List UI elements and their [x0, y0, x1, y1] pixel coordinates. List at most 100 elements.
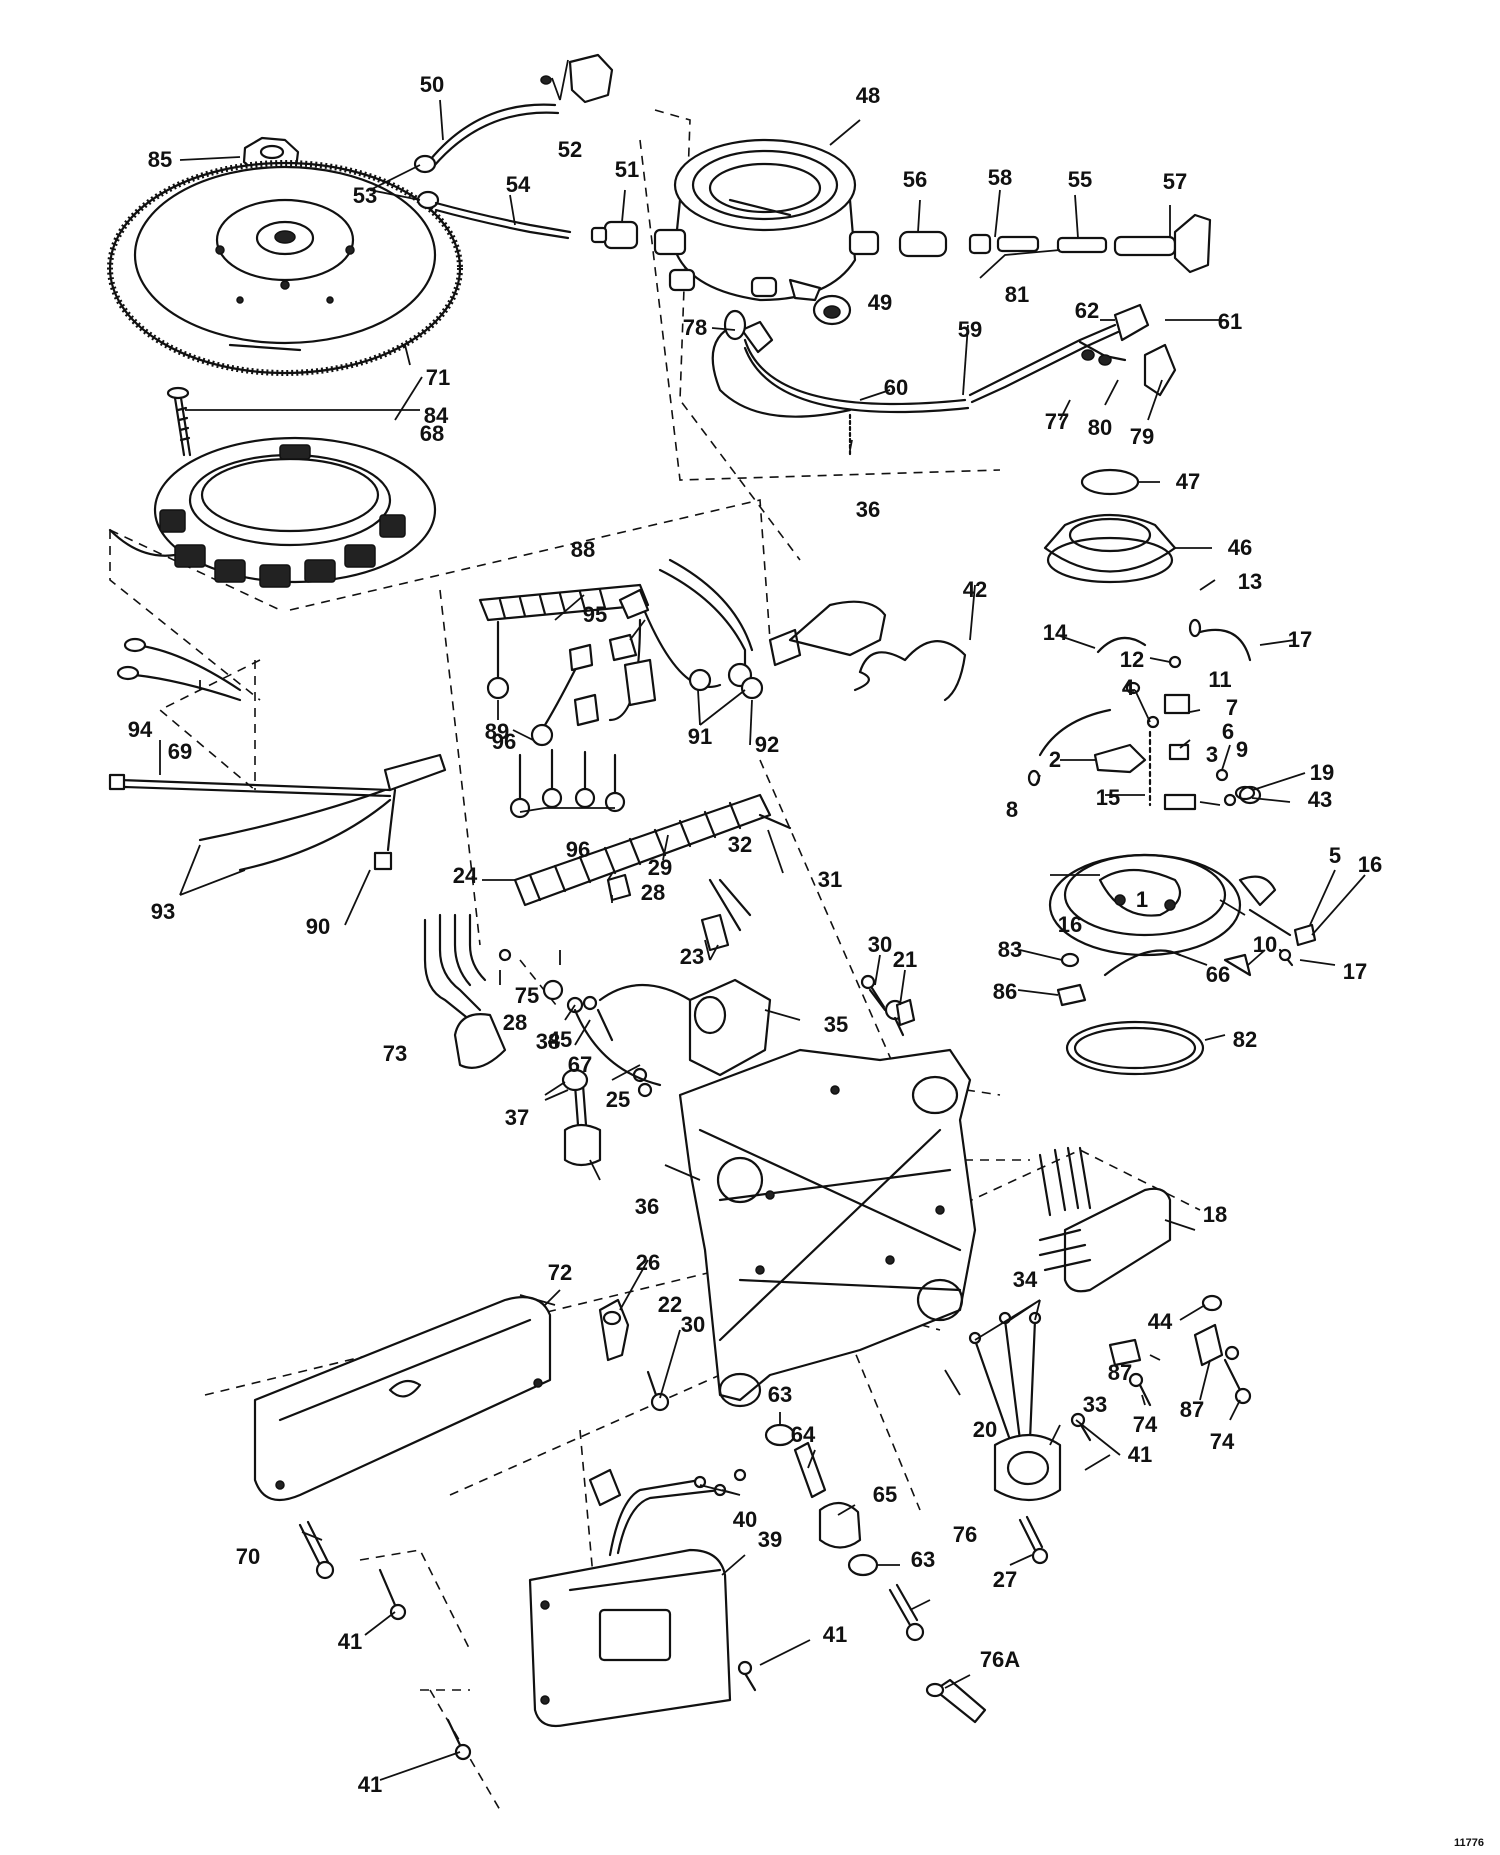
callout-77: 77 — [1044, 409, 1070, 434]
callout-35: 35 — [823, 1012, 849, 1037]
callout-21: 21 — [892, 947, 918, 972]
callout-55: 55 — [1067, 167, 1093, 192]
callout-13: 13 — [1237, 569, 1263, 594]
callout-30-lower: 30 — [680, 1312, 706, 1337]
callout-59: 59 — [957, 317, 983, 342]
callout-16-lower: 16 — [1057, 912, 1083, 937]
callout-63-lower: 63 — [910, 1547, 936, 1572]
callout-49: 49 — [867, 290, 893, 315]
callout-54: 54 — [505, 172, 531, 197]
callout-85: 85 — [147, 147, 173, 172]
coil-leads — [711, 303, 1177, 457]
callout-47: 47 — [1175, 469, 1201, 494]
callout-92: 92 — [754, 732, 780, 757]
bolt-70 — [298, 1520, 335, 1580]
callout-64: 64 — [790, 1422, 816, 1447]
callout-8: 8 — [1005, 797, 1019, 822]
callout-57: 57 — [1162, 169, 1188, 194]
callout-87-left: 87 — [1107, 1360, 1133, 1385]
bolt-76 — [888, 1583, 925, 1642]
clip-42 — [853, 640, 967, 702]
callout-41-bottom: 41 — [357, 1772, 383, 1797]
callout-11: 11 — [1208, 667, 1232, 692]
rectifier-18 — [1038, 1146, 1172, 1293]
callout-46: 46 — [1227, 535, 1253, 560]
callout-28-mid: 28 — [640, 880, 666, 905]
wiring-harness-88 — [478, 558, 764, 722]
clamp-21 — [895, 998, 916, 1027]
callout-7: 7 — [1225, 695, 1239, 720]
callout-72: 72 — [547, 1260, 573, 1285]
rotor-49 — [812, 294, 852, 326]
callout-82: 82 — [1232, 1027, 1258, 1052]
callout-20: 20 — [972, 1417, 998, 1442]
callout-43: 43 — [1307, 787, 1333, 812]
clip-86 — [1056, 983, 1087, 1007]
wiring-93-94 — [108, 753, 447, 872]
callout-75: 75 — [514, 983, 540, 1008]
callout-22: 22 — [657, 1292, 683, 1317]
callout-53: 53 — [352, 183, 378, 208]
callout-50: 50 — [419, 72, 445, 97]
callout-23: 23 — [679, 944, 705, 969]
callout-67: 67 — [567, 1052, 593, 1077]
connector-73 — [423, 913, 507, 1069]
mounting-plate-26 — [678, 1048, 977, 1408]
callout-71: 71 — [425, 365, 451, 390]
callout-41-left: 41 — [337, 1629, 363, 1654]
callout-17-lower: 17 — [1342, 959, 1368, 984]
callout-87-right: 87 — [1179, 1397, 1205, 1422]
callout-81: 81 — [1004, 282, 1030, 307]
callout-76a: 76A — [979, 1647, 1021, 1672]
callout-38: 38 — [535, 1029, 561, 1054]
callout-61: 61 — [1217, 309, 1243, 334]
distributor-cap-48 — [653, 138, 880, 302]
callout-3: 3 — [1205, 742, 1219, 767]
callout-79: 79 — [1129, 424, 1155, 449]
cap-46 — [1043, 513, 1177, 584]
callout-6: 6 — [1221, 719, 1235, 744]
callout-56: 56 — [902, 167, 928, 192]
callout-90: 90 — [305, 914, 331, 939]
callout-74-right: 74 — [1209, 1429, 1235, 1454]
callout-31: 31 — [817, 867, 843, 892]
callout-34: 34 — [1012, 1267, 1038, 1292]
callout-41-right: 41 — [1127, 1442, 1153, 1467]
spark-plug-lead-right — [898, 213, 1212, 274]
callout-51: 51 — [614, 157, 640, 182]
screw-30-upper — [868, 988, 887, 1012]
leads-69 — [116, 637, 242, 702]
callout-29: 29 — [647, 855, 673, 880]
flywheel-71 — [107, 160, 463, 376]
callout-33: 33 — [1082, 1392, 1108, 1417]
callout-1: 1 — [1135, 887, 1149, 912]
callout-19: 19 — [1309, 760, 1335, 785]
callout-83: 83 — [997, 937, 1023, 962]
callout-45: 45 — [547, 1027, 573, 1052]
callout-91: 91 — [687, 724, 713, 749]
callout-25: 25 — [605, 1087, 631, 1112]
callout-96-lower: 96 — [565, 837, 591, 862]
callout-93: 93 — [150, 899, 176, 924]
lead-36-37 — [561, 1068, 602, 1167]
callout-10: 10 — [1252, 932, 1278, 957]
bolt-76a — [925, 1678, 987, 1724]
callout-36-lower: 36 — [634, 1194, 660, 1219]
high-tension-leads — [413, 53, 639, 250]
callout-14: 14 — [1042, 620, 1068, 645]
callout-30-upper: 30 — [867, 932, 893, 957]
ring-82 — [1065, 1020, 1205, 1076]
callout-96-upper: 96 — [491, 729, 517, 754]
callout-65: 65 — [872, 1482, 898, 1507]
bolt-27 — [1018, 1515, 1049, 1565]
cover-72 — [253, 1296, 552, 1502]
callout-24: 24 — [452, 863, 478, 888]
callout-86: 86 — [992, 979, 1018, 1004]
callout-26: 26 — [635, 1250, 661, 1275]
callout-48: 48 — [855, 83, 881, 108]
callout-74-left: 74 — [1132, 1412, 1158, 1437]
callout-78: 78 — [682, 315, 708, 340]
callout-9: 9 — [1235, 737, 1249, 762]
callout-44: 44 — [1147, 1309, 1173, 1334]
